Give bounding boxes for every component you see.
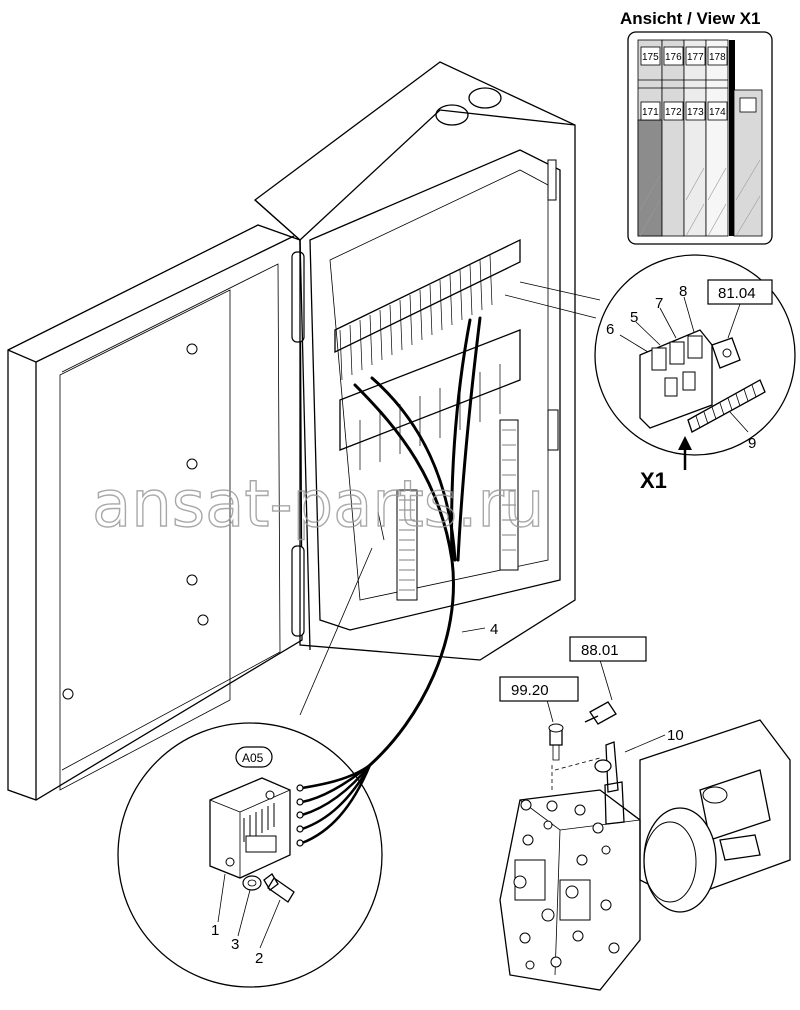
terminal-label-173: 173 <box>687 107 704 118</box>
ref-81-04-label[interactable]: 81.04 <box>718 285 756 302</box>
relay-detail-circle <box>504 254 796 470</box>
terminal-label-176: 176 <box>665 52 682 63</box>
view-title: Ansicht / View X1 <box>620 9 760 28</box>
ref-box-88-01[interactable] <box>569 636 647 662</box>
callout-2: 2 <box>255 950 263 967</box>
callout-6: 6 <box>606 321 614 338</box>
terminal-label-178: 178 <box>709 52 726 63</box>
callout-8: 8 <box>679 283 687 300</box>
watermark-text: ansat-parts.ru <box>92 468 544 542</box>
module-ref-badge[interactable] <box>235 746 273 768</box>
terminal-detail-view: 175 176 177 178 171 172 173 174 <box>627 31 773 245</box>
terminal-label-177: 177 <box>687 52 704 63</box>
pump-assembly <box>499 659 791 991</box>
ref-88-01-label[interactable]: 88.01 <box>581 642 619 659</box>
callout-7: 7 <box>655 295 663 312</box>
ref-box-99-20[interactable] <box>499 676 579 702</box>
callout-1: 1 <box>211 922 219 939</box>
harness-connector-pins <box>296 784 304 847</box>
cabinet-door <box>7 224 305 801</box>
module-detail-circle <box>117 511 385 988</box>
callout-3: 3 <box>231 936 239 953</box>
door-bolt <box>62 343 209 700</box>
callout-10: 10 <box>667 727 684 744</box>
module-ref-a05[interactable]: A05 <box>242 751 264 765</box>
wiring-harness <box>300 316 482 845</box>
terminal-label-174: 174 <box>709 107 726 118</box>
callout-4: 4 <box>490 621 498 638</box>
callout-9: 9 <box>748 435 756 452</box>
ref-box-81-04[interactable] <box>707 279 773 305</box>
view-marker-x1: X1 <box>640 468 667 493</box>
ref-99-20-label[interactable]: 99.20 <box>511 682 549 699</box>
terminal-label-172: 172 <box>665 107 682 118</box>
hinge-lower <box>291 545 305 637</box>
terminal-label-175: 175 <box>642 52 659 63</box>
control-cabinet <box>253 61 576 661</box>
callout-5: 5 <box>630 309 638 326</box>
terminal-label-171: 171 <box>642 107 659 118</box>
